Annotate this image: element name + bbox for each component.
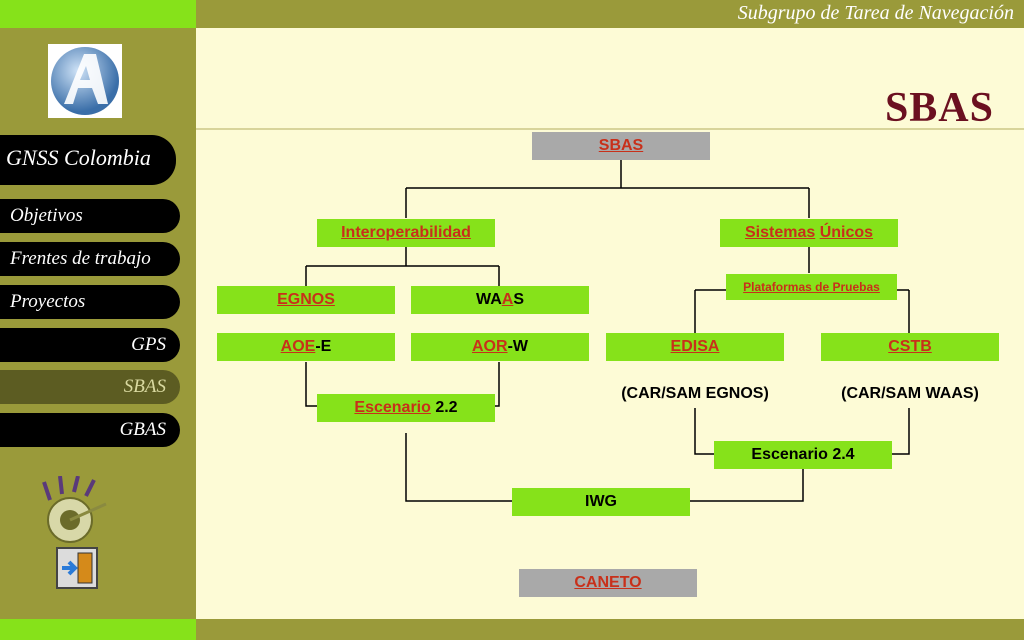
diagram-connectors — [305, 160, 910, 502]
label-car-sam-egnos: (CAR/SAM EGNOS) — [621, 385, 769, 402]
emblem-icon — [40, 475, 120, 546]
node-aor-w[interactable]: AOR-W — [411, 333, 589, 361]
node-waas[interactable]: WAAS — [411, 286, 589, 314]
title-divider — [196, 128, 1024, 130]
bottom-bar — [0, 619, 1024, 640]
node-plataformas-de-pruebas[interactable]: Plataformas de Pruebas — [726, 274, 897, 300]
node-sbas[interactable]: SBAS — [532, 132, 710, 160]
node-iwg[interactable]: IWG — [512, 488, 690, 516]
sidebar-brand-gnss-colombia[interactable]: GNSS Colombia — [0, 135, 176, 185]
node-edisa[interactable]: EDISA — [606, 333, 784, 361]
page-title: SBAS — [884, 85, 994, 131]
node-escenario-2-2[interactable]: Escenario 2.2 — [317, 394, 495, 422]
sidebar-item-gbas[interactable]: GBAS — [0, 413, 180, 447]
node-escenario-2-4[interactable]: Escenario 2.4 — [714, 441, 892, 469]
node-caneto[interactable]: CANETO — [519, 569, 697, 597]
sidebar-item-sbas[interactable]: SBAS — [0, 370, 180, 404]
label-car-sam-waas: (CAR/SAM WAAS) — [841, 385, 979, 402]
node-interoperabilidad[interactable]: Interoperabilidad — [317, 219, 495, 247]
sidebar-item-gps[interactable]: GPS — [0, 328, 180, 362]
sidebar — [0, 28, 196, 619]
sidebar-item-objetivos[interactable]: Objetivos — [0, 199, 180, 233]
sidebar-item-frentes-de-trabajo[interactable]: Frentes de trabajo — [0, 242, 180, 276]
bottom-bar-accent — [0, 619, 196, 640]
sidebar-item-proyectos[interactable]: Proyectos — [0, 285, 180, 319]
node-cstb[interactable]: CSTB — [821, 333, 999, 361]
aerocivil-logo — [48, 44, 122, 118]
exit-icon[interactable] — [56, 547, 98, 589]
top-bar-accent — [0, 0, 196, 28]
node-aoe-e[interactable]: AOE-E — [217, 333, 395, 361]
sbas-diagram: SBAS Interoperabilidad Sistemas Únicos P… — [196, 130, 1024, 619]
header-title: Subgrupo de Tarea de Navegación — [737, 2, 1014, 24]
node-egnos[interactable]: EGNOS — [217, 286, 395, 314]
node-sistemas-unicos[interactable]: Sistemas Únicos — [720, 219, 898, 247]
